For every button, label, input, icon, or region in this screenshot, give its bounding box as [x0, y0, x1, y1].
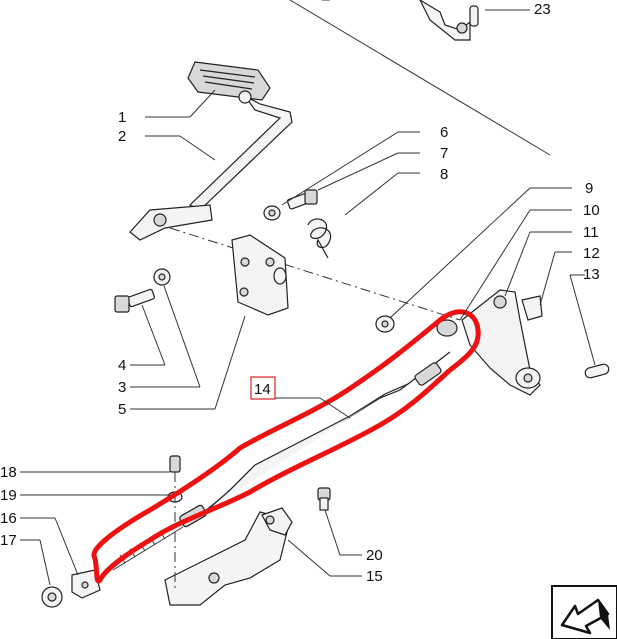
label-10: 10	[583, 202, 600, 219]
label-11: 11	[583, 224, 599, 241]
label-7: 7	[440, 145, 448, 162]
clip-and-pin	[521, 295, 610, 379]
axis-line-pedal	[169, 227, 461, 321]
leader-lines	[20, 89, 596, 586]
top-bracket	[322, 0, 530, 41]
label-16: 16	[0, 510, 17, 527]
label-17: 17	[0, 532, 17, 549]
washer	[375, 315, 395, 333]
shaft-bracket	[231, 234, 289, 316]
label-15: 15	[366, 568, 383, 585]
nut-and-fastener	[41, 569, 101, 608]
label-20: 20	[366, 547, 383, 564]
label-19: 19	[0, 487, 17, 504]
label-18: 18	[0, 464, 17, 481]
label-5: 5	[118, 401, 126, 418]
label-14: 14	[254, 381, 271, 398]
label-8: 8	[440, 166, 448, 183]
label-9: 9	[585, 180, 593, 197]
label-4: 4	[118, 357, 126, 374]
label-1: 1	[118, 109, 126, 126]
label-14-box	[250, 376, 276, 400]
nut-and-bolt	[114, 268, 171, 313]
label-3: 3	[118, 379, 126, 396]
cable-lever	[436, 289, 541, 396]
cable-highlight	[91, 309, 481, 584]
washer-bolt-spring	[263, 189, 332, 259]
brake-pedal	[129, 61, 293, 241]
label-23: 23	[534, 1, 551, 18]
screw	[317, 487, 331, 511]
reference-line-top	[289, 0, 551, 156]
label-13: 13	[583, 266, 600, 283]
label-6: 6	[440, 124, 448, 141]
arrow-left-down-icon	[551, 585, 617, 639]
label-2: 2	[118, 128, 126, 145]
lower-bracket	[164, 507, 293, 606]
label-12: 12	[583, 245, 600, 262]
